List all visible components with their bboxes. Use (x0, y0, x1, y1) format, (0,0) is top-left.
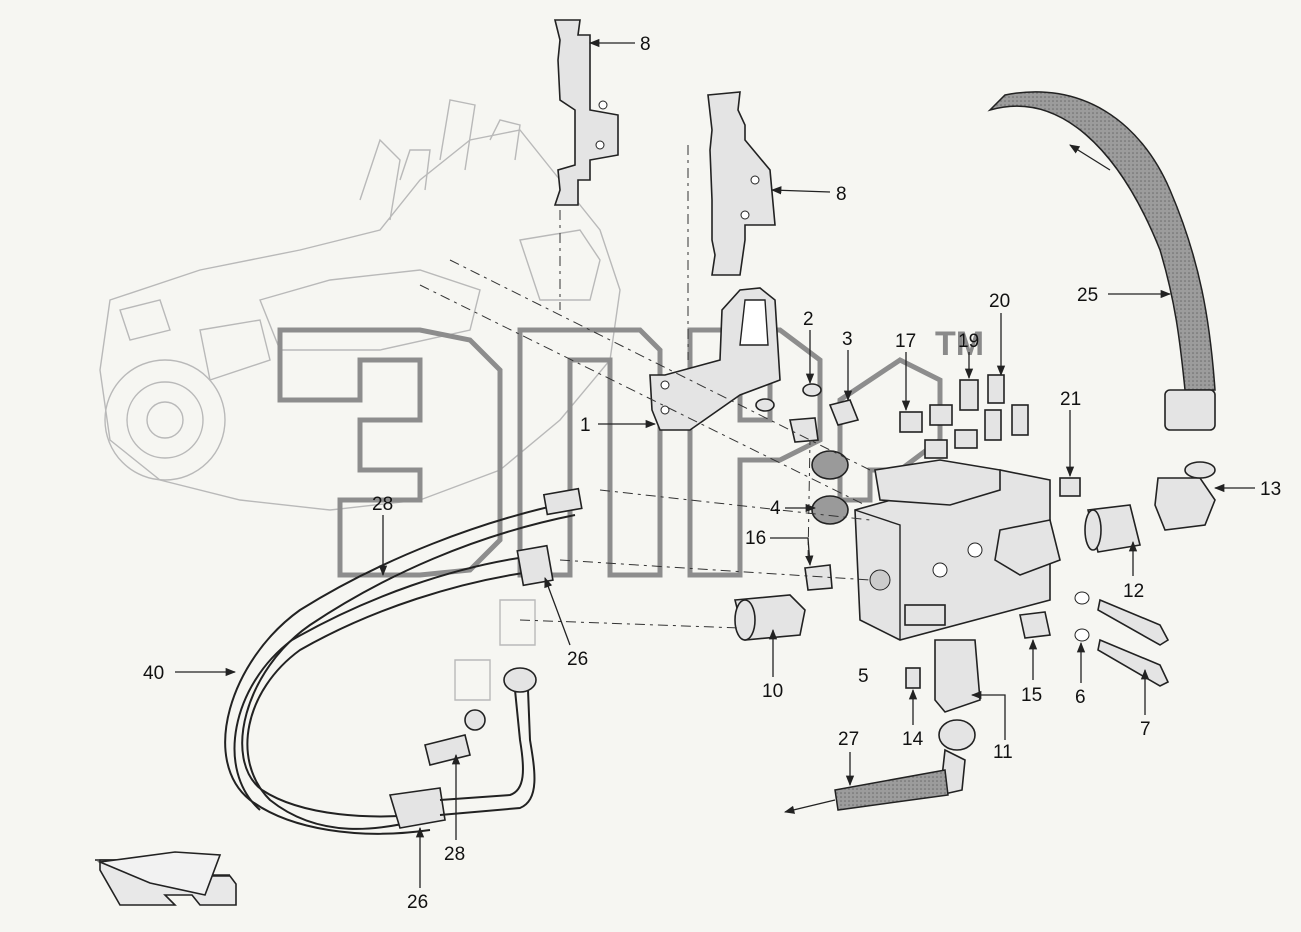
callout-20: 20 (989, 291, 1010, 312)
bracket-lower (707, 91, 776, 276)
callout-25: 25 (1077, 285, 1098, 306)
hose-25 (987, 91, 1216, 431)
watermark-tm: TM (935, 325, 984, 363)
direction-arrow (95, 851, 237, 906)
callout-10: 10 (762, 681, 783, 702)
callout-27: 27 (838, 729, 859, 750)
callout-5: 5 (858, 666, 869, 687)
leader-lines (175, 38, 1255, 888)
fitting-11 (934, 639, 981, 751)
callout-15: 15 (1021, 685, 1042, 706)
callout-26-lower: 26 (407, 892, 428, 913)
callout-40: 40 (143, 663, 164, 684)
callout-2: 2 (803, 309, 814, 330)
fitting-10 (733, 594, 806, 641)
engine-ghost (99, 99, 621, 511)
callout-26-right: 26 (567, 649, 588, 670)
callout-4: 4 (770, 498, 781, 519)
valve-block-5 (854, 459, 1061, 641)
callout-19: 19 (958, 331, 979, 352)
callout-14: 14 (902, 729, 924, 750)
callout-17: 17 (895, 331, 916, 352)
fitting-16 (804, 564, 833, 591)
callout-6: 6 (1075, 687, 1086, 708)
bolts-7 (1074, 591, 1170, 687)
elbow-fitting-13 (1154, 461, 1216, 531)
callout-16: 16 (745, 528, 766, 549)
callout-11: 11 (993, 742, 1013, 763)
hose-27 (783, 748, 966, 814)
callout-7: 7 (1140, 719, 1151, 740)
hose-assembly-left (224, 487, 583, 835)
callout-labels: 8 8 25 20 2 3 17 19 21 1 13 28 4 16 12 2… (143, 34, 1281, 913)
callout-1: 1 (580, 415, 591, 436)
callout-3: 3 (842, 329, 853, 350)
callout-21: 21 (1060, 389, 1081, 410)
bracket-upper (553, 19, 619, 206)
callout-8-lower: 8 (836, 184, 847, 205)
watermark-logo (277, 327, 943, 578)
callout-28-lower: 28 (444, 844, 465, 865)
callout-12: 12 (1123, 581, 1144, 602)
fitting-12 (1084, 504, 1141, 553)
assembly-lines (419, 145, 871, 629)
plug-14 (905, 667, 921, 689)
callout-13: 13 (1260, 479, 1281, 500)
fitting-15 (1019, 611, 1051, 639)
callout-28-upper: 28 (372, 494, 393, 515)
callout-8-upper: 8 (640, 34, 651, 55)
mount-plate (649, 287, 781, 431)
small-fittings (755, 374, 1081, 525)
